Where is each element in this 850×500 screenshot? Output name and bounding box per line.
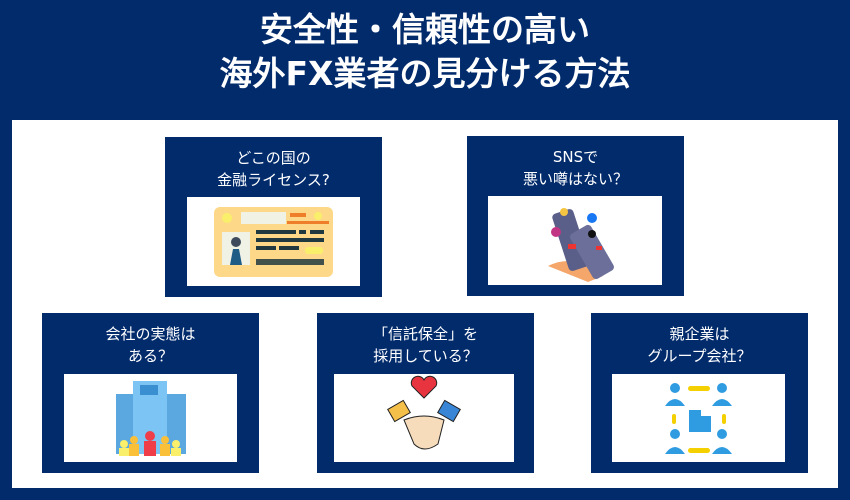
page-title: 安全性・信頼性の高い 海外FX業者の見分ける方法 <box>0 8 850 96</box>
card-text: 親企業は <box>669 325 730 343</box>
card-company: 会社の実態はある？ <box>42 313 259 473</box>
card-license: どこの国の金融ライセンス? <box>165 137 382 297</box>
company-building-icon <box>116 381 186 456</box>
card-text: 「信託保全」を <box>372 325 478 343</box>
card-text: グループ会社？ <box>647 347 752 365</box>
card-text: 金融ライセンス? <box>217 171 330 189</box>
license-card-icon <box>214 207 333 277</box>
card-text: 会社の実態は <box>105 325 196 343</box>
card-text: 採用している？ <box>373 347 478 365</box>
card-text: 悪い噂はない？ <box>522 170 628 188</box>
card-sns: SNSで悪い噂はない？ <box>467 136 684 296</box>
handshake-heart-icon <box>387 375 461 450</box>
card-text: SNSで <box>552 148 599 166</box>
card-text: どこの国の <box>236 149 311 167</box>
card-group: 親企業はグループ会社？ <box>591 313 808 473</box>
card-text: ある？ <box>127 347 173 365</box>
title-line-1: 安全性・信頼性の高い <box>260 10 590 49</box>
title-line-2: 海外FX業者の見分ける方法 <box>219 54 631 93</box>
card-trust: 「信託保全」を採用している？ <box>317 313 534 473</box>
group-company-icon <box>665 383 732 454</box>
smartphone-sns-icon <box>548 208 614 282</box>
